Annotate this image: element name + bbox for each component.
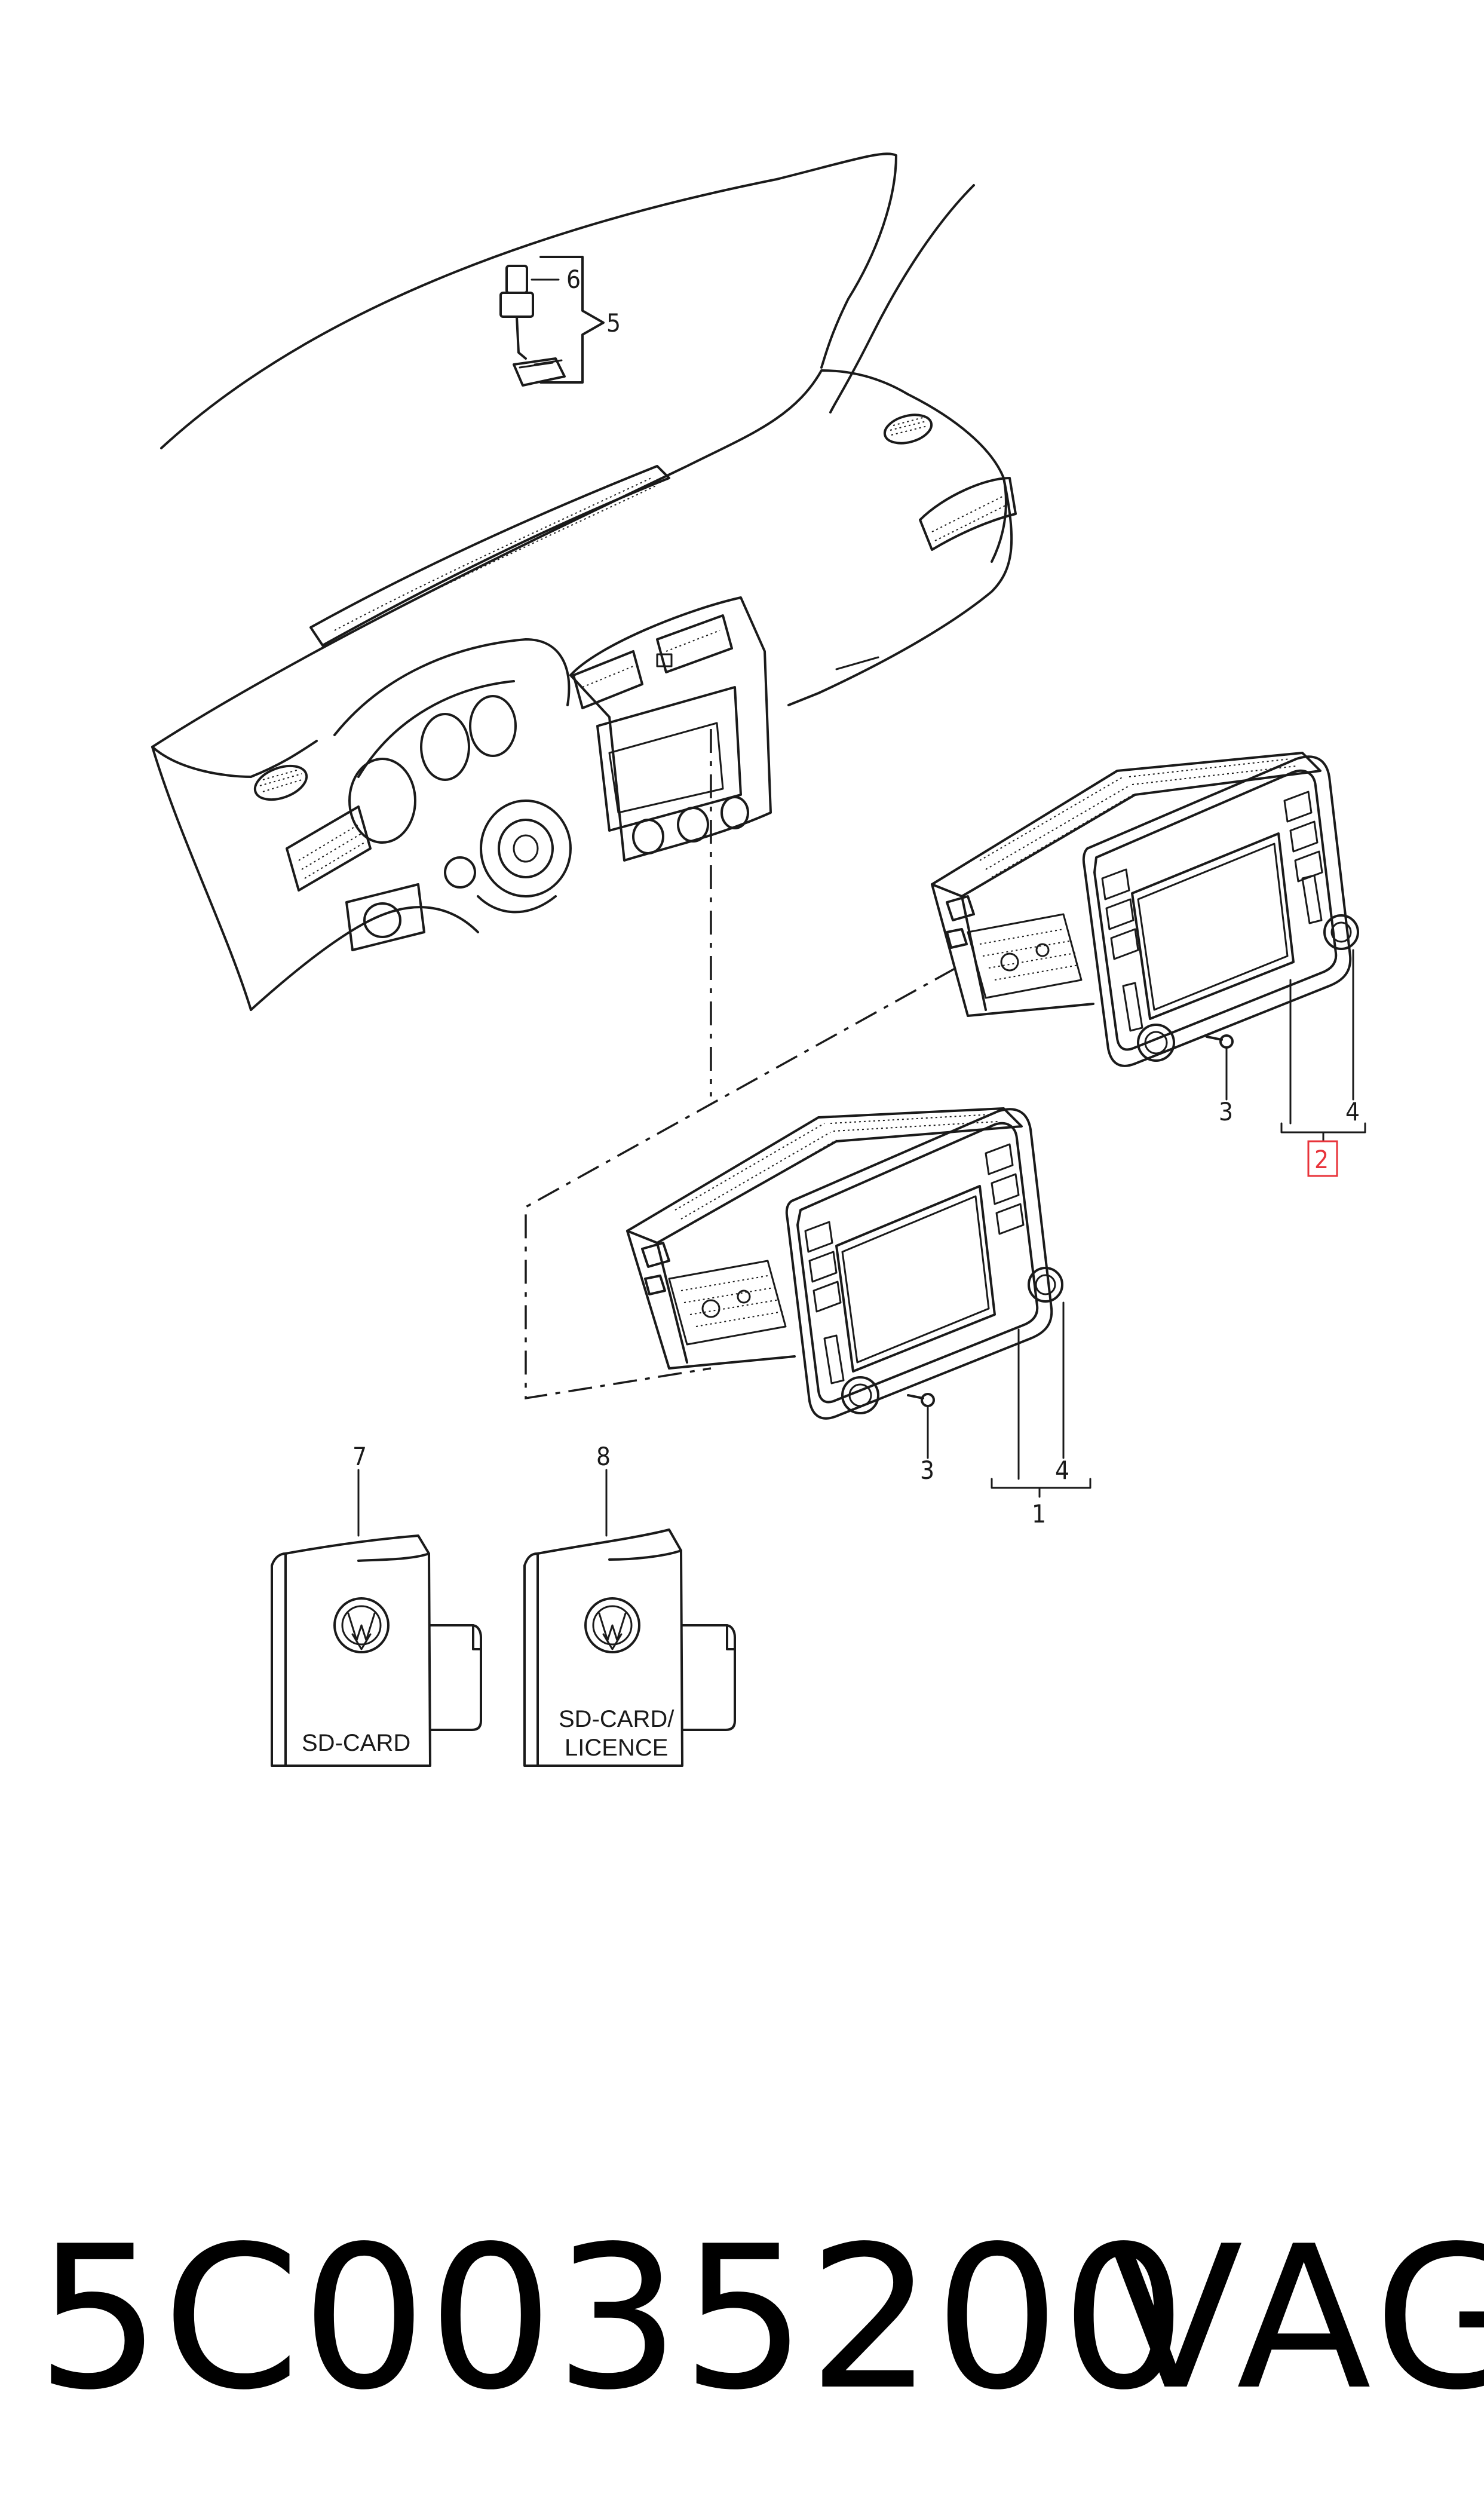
radio-unit-lower — [626, 1107, 1091, 1498]
callout-3-upper: 3 — [1219, 1097, 1233, 1126]
callout-3-lower: 3 — [920, 1456, 934, 1485]
sd-card-package — [271, 1469, 482, 1767]
callout-1: 1 — [1032, 1499, 1046, 1528]
sd-card-label: SD-CARD — [302, 1730, 410, 1756]
callout-7: 7 — [352, 1442, 367, 1471]
callout-8: 8 — [596, 1442, 611, 1471]
callout-5: 5 — [606, 308, 621, 338]
callout-2-highlight — [1307, 1140, 1338, 1177]
assembly-lines — [525, 729, 956, 1400]
bracket-5-6 — [539, 256, 605, 384]
footer: 5C0035200 VAG — [0, 2199, 1484, 2438]
sd-licence-label-line2: LICENCE — [565, 1735, 668, 1761]
callout-2: 2 — [1314, 1145, 1329, 1174]
sd-card-licence-package — [523, 1469, 736, 1767]
brand-name: VAG — [1108, 2204, 1484, 2433]
radio-unit-upper — [931, 752, 1366, 1177]
antenna-adapter-part — [499, 265, 566, 387]
part-number: 5C0035200 — [36, 2204, 1188, 2433]
callout-6: 6 — [566, 265, 581, 294]
sd-licence-label-line1: SD-CARD/ — [559, 1706, 674, 1732]
callout-4-upper: 4 — [1345, 1097, 1360, 1126]
dashboard-illustration — [151, 152, 1017, 1011]
callout-4-lower: 4 — [1055, 1456, 1069, 1485]
